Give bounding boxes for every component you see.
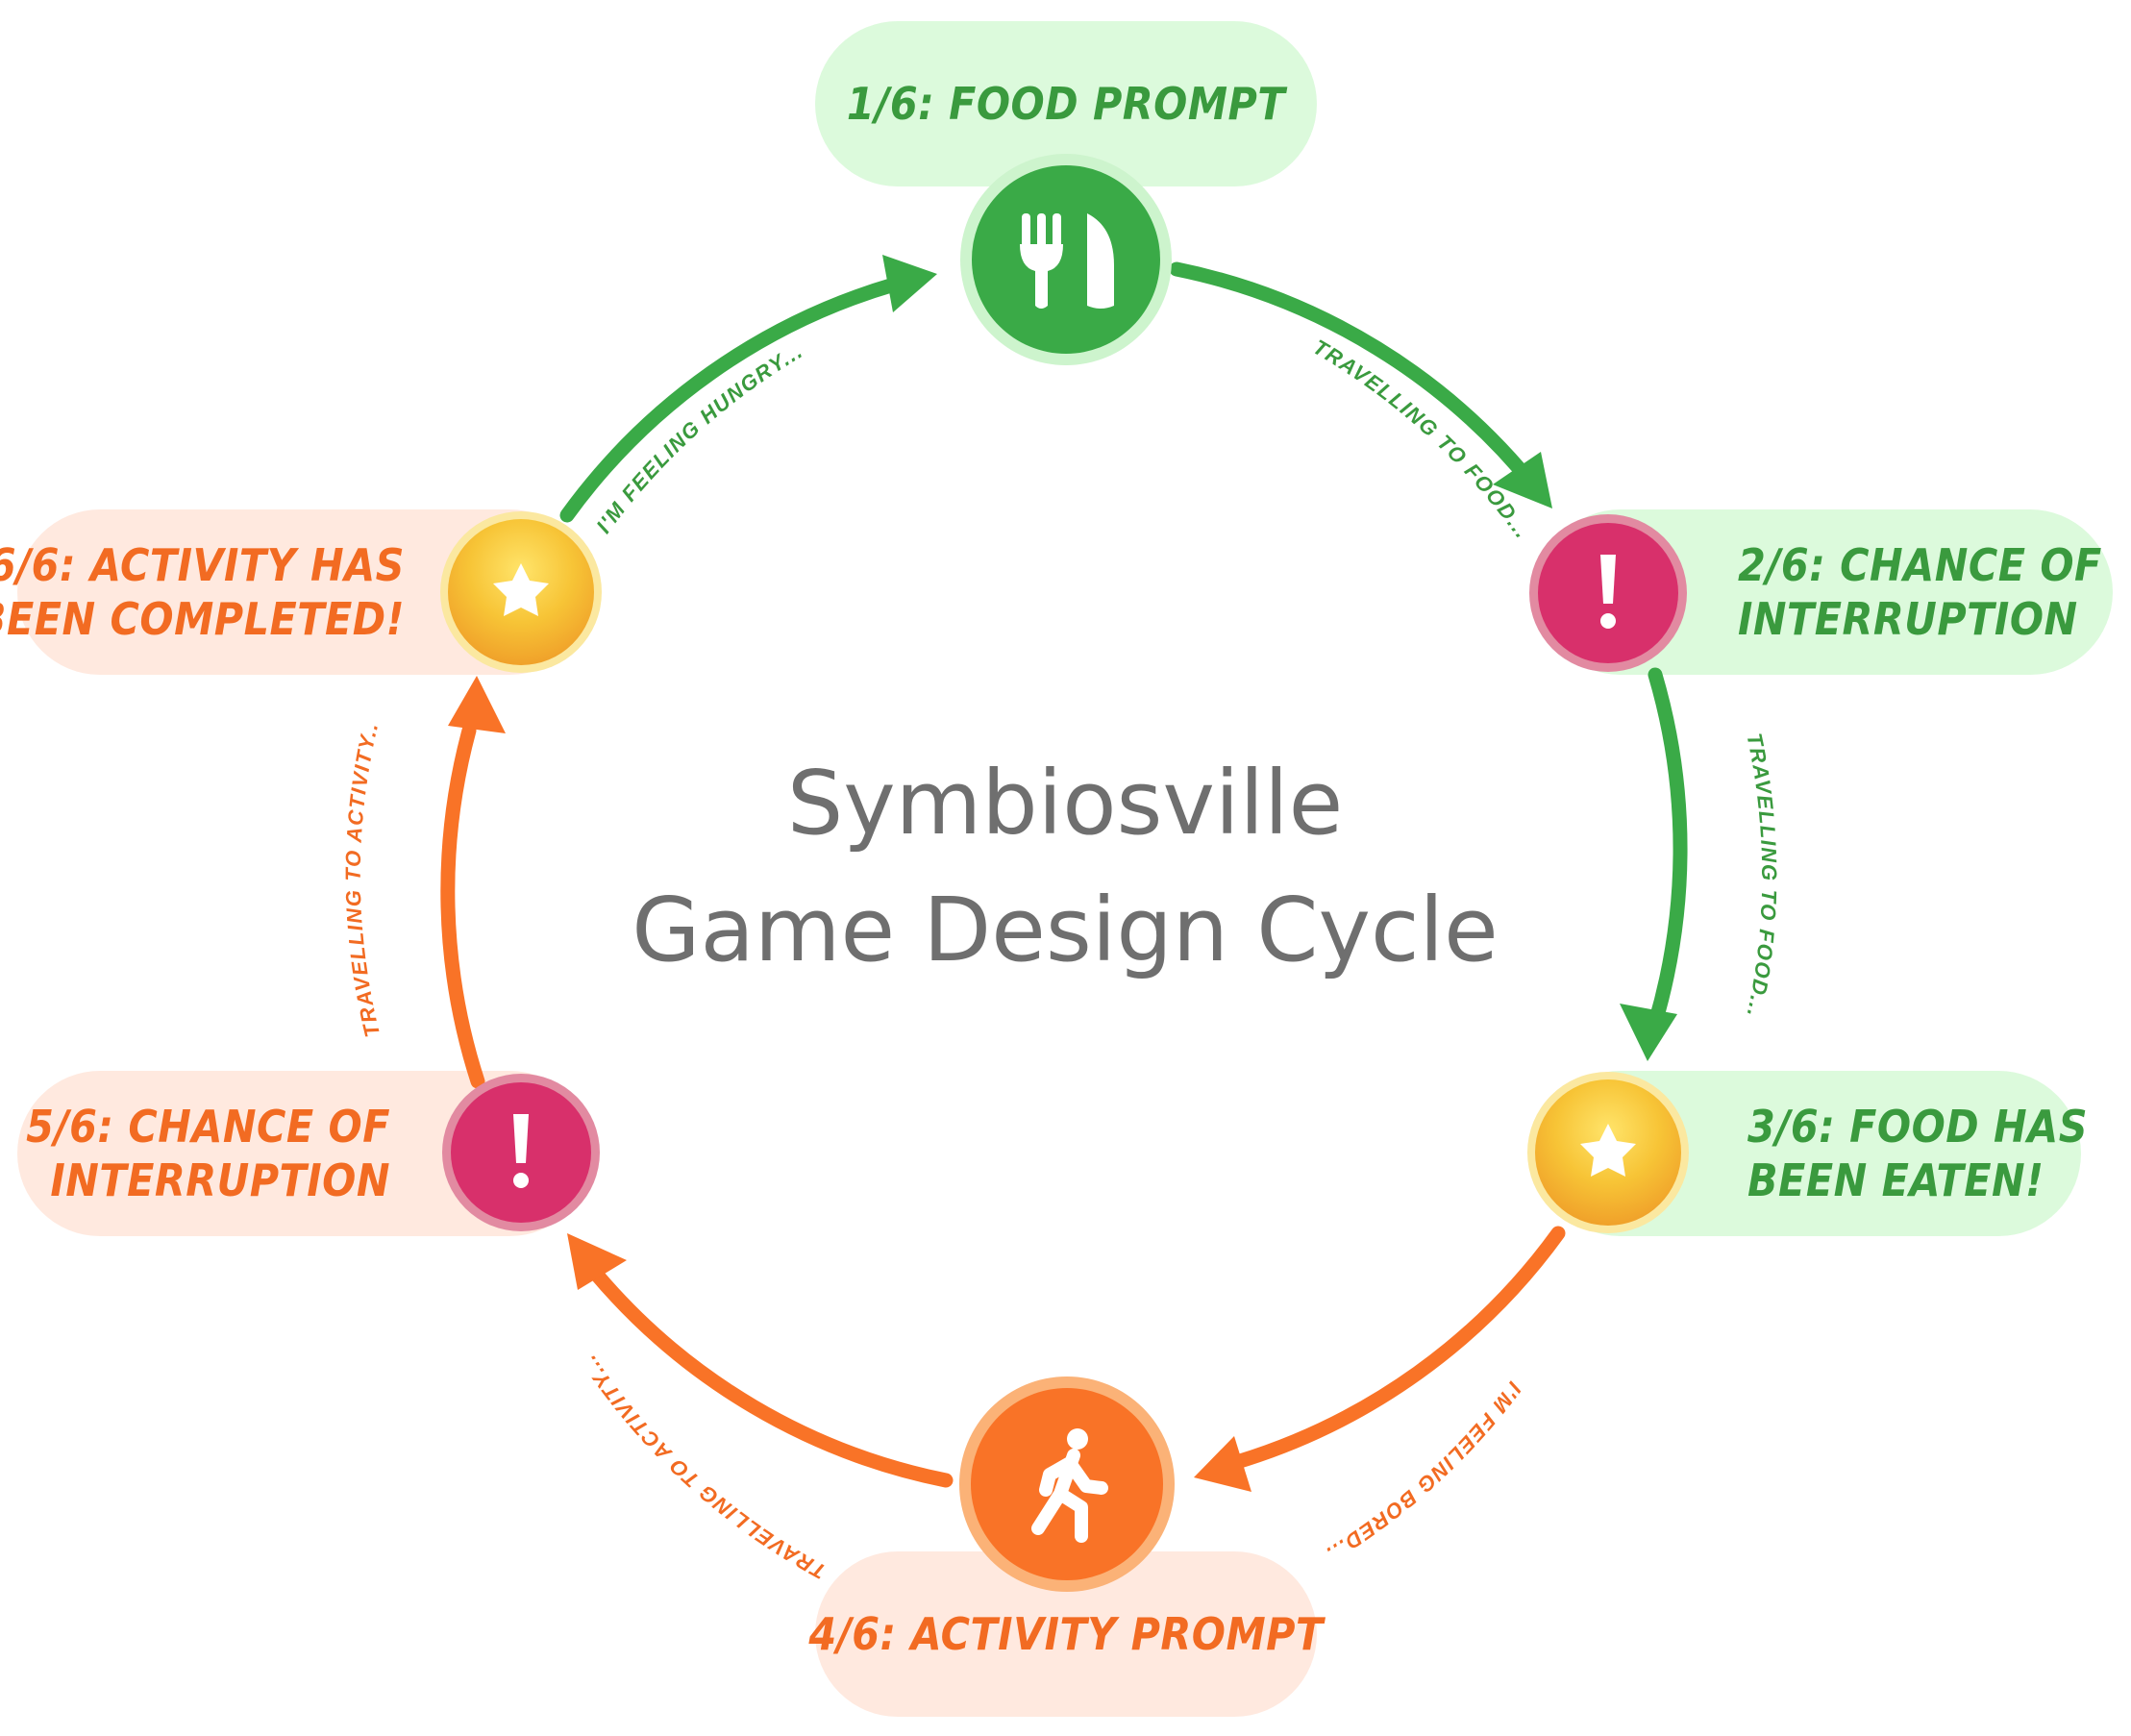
step-2-icon bbox=[1529, 514, 1687, 672]
transition-label-4: TRAVELLING TO ACTIVITY... bbox=[576, 1350, 830, 1583]
step-1-text-line-1: 1/6: FOOD PROMPT bbox=[846, 78, 1286, 130]
step-5-text-line-2: INTERRUPTION bbox=[50, 1154, 390, 1206]
step-5-text-line-1: 5/6: CHANCE OF bbox=[26, 1101, 390, 1153]
step-3-text-line-1: 3/6: FOOD HAS bbox=[1747, 1101, 2089, 1153]
diagram-title-line-1: Symbiosville bbox=[786, 752, 1344, 855]
diagram-title-line-2: Game Design Cycle bbox=[632, 879, 1499, 981]
fork-knife-icon bbox=[1020, 213, 1114, 309]
transition-label-3: I'M FEELING BORED... bbox=[1322, 1377, 1527, 1567]
arrowhead-5-to-6 bbox=[448, 676, 506, 733]
step-2-text-line-2: INTERRUPTION bbox=[1738, 593, 2078, 645]
step-4-text-line-1: 4/6: ACTIVITY PROMPT bbox=[808, 1608, 1324, 1660]
running-person-icon bbox=[1031, 1428, 1108, 1543]
arrow-2-to-3 bbox=[1648, 667, 1688, 1030]
step-3-text-line-2: BEEN EATEN! bbox=[1747, 1154, 2044, 1206]
star-icon bbox=[493, 563, 549, 616]
exclamation-icon bbox=[1600, 555, 1616, 629]
step-4-icon bbox=[959, 1376, 1175, 1592]
arrow-5-to-6 bbox=[440, 723, 485, 1089]
arrowhead-1-to-2 bbox=[1493, 452, 1552, 508]
arrowhead-3-to-4 bbox=[1194, 1436, 1251, 1492]
arrowhead-6-to-1 bbox=[882, 255, 937, 312]
transition-label-2: TRAVELLING TO FOOD... bbox=[1742, 732, 1781, 1021]
exclamation-icon bbox=[513, 1114, 529, 1188]
star-icon bbox=[1580, 1124, 1636, 1177]
step-2-text-line-1: 2/6: CHANCE OF bbox=[1738, 539, 2102, 591]
step-6-icon bbox=[440, 511, 602, 673]
step-1-icon bbox=[960, 154, 1172, 365]
arrowhead-2-to-3 bbox=[1620, 1004, 1677, 1061]
arrow-3-to-4 bbox=[1232, 1226, 1566, 1469]
arrow-1-to-2 bbox=[1169, 261, 1546, 499]
arrow-6-to-1 bbox=[559, 277, 902, 523]
step-5-icon bbox=[442, 1074, 600, 1231]
step-6-text-line-2: BEEN COMPLETED! bbox=[0, 593, 405, 645]
arrowhead-4-to-5 bbox=[567, 1233, 627, 1290]
transition-label-5: TRAVELLING TO ACTIVITY... bbox=[0, 0, 384, 1039]
step-3-icon bbox=[1527, 1072, 1689, 1233]
diagram-title: Symbiosville Game Design Cycle bbox=[488, 740, 1642, 994]
arrow-4-to-5 bbox=[588, 1266, 954, 1488]
step-6-text-line-1: 6/6: ACTIVITY HAS bbox=[0, 539, 405, 591]
